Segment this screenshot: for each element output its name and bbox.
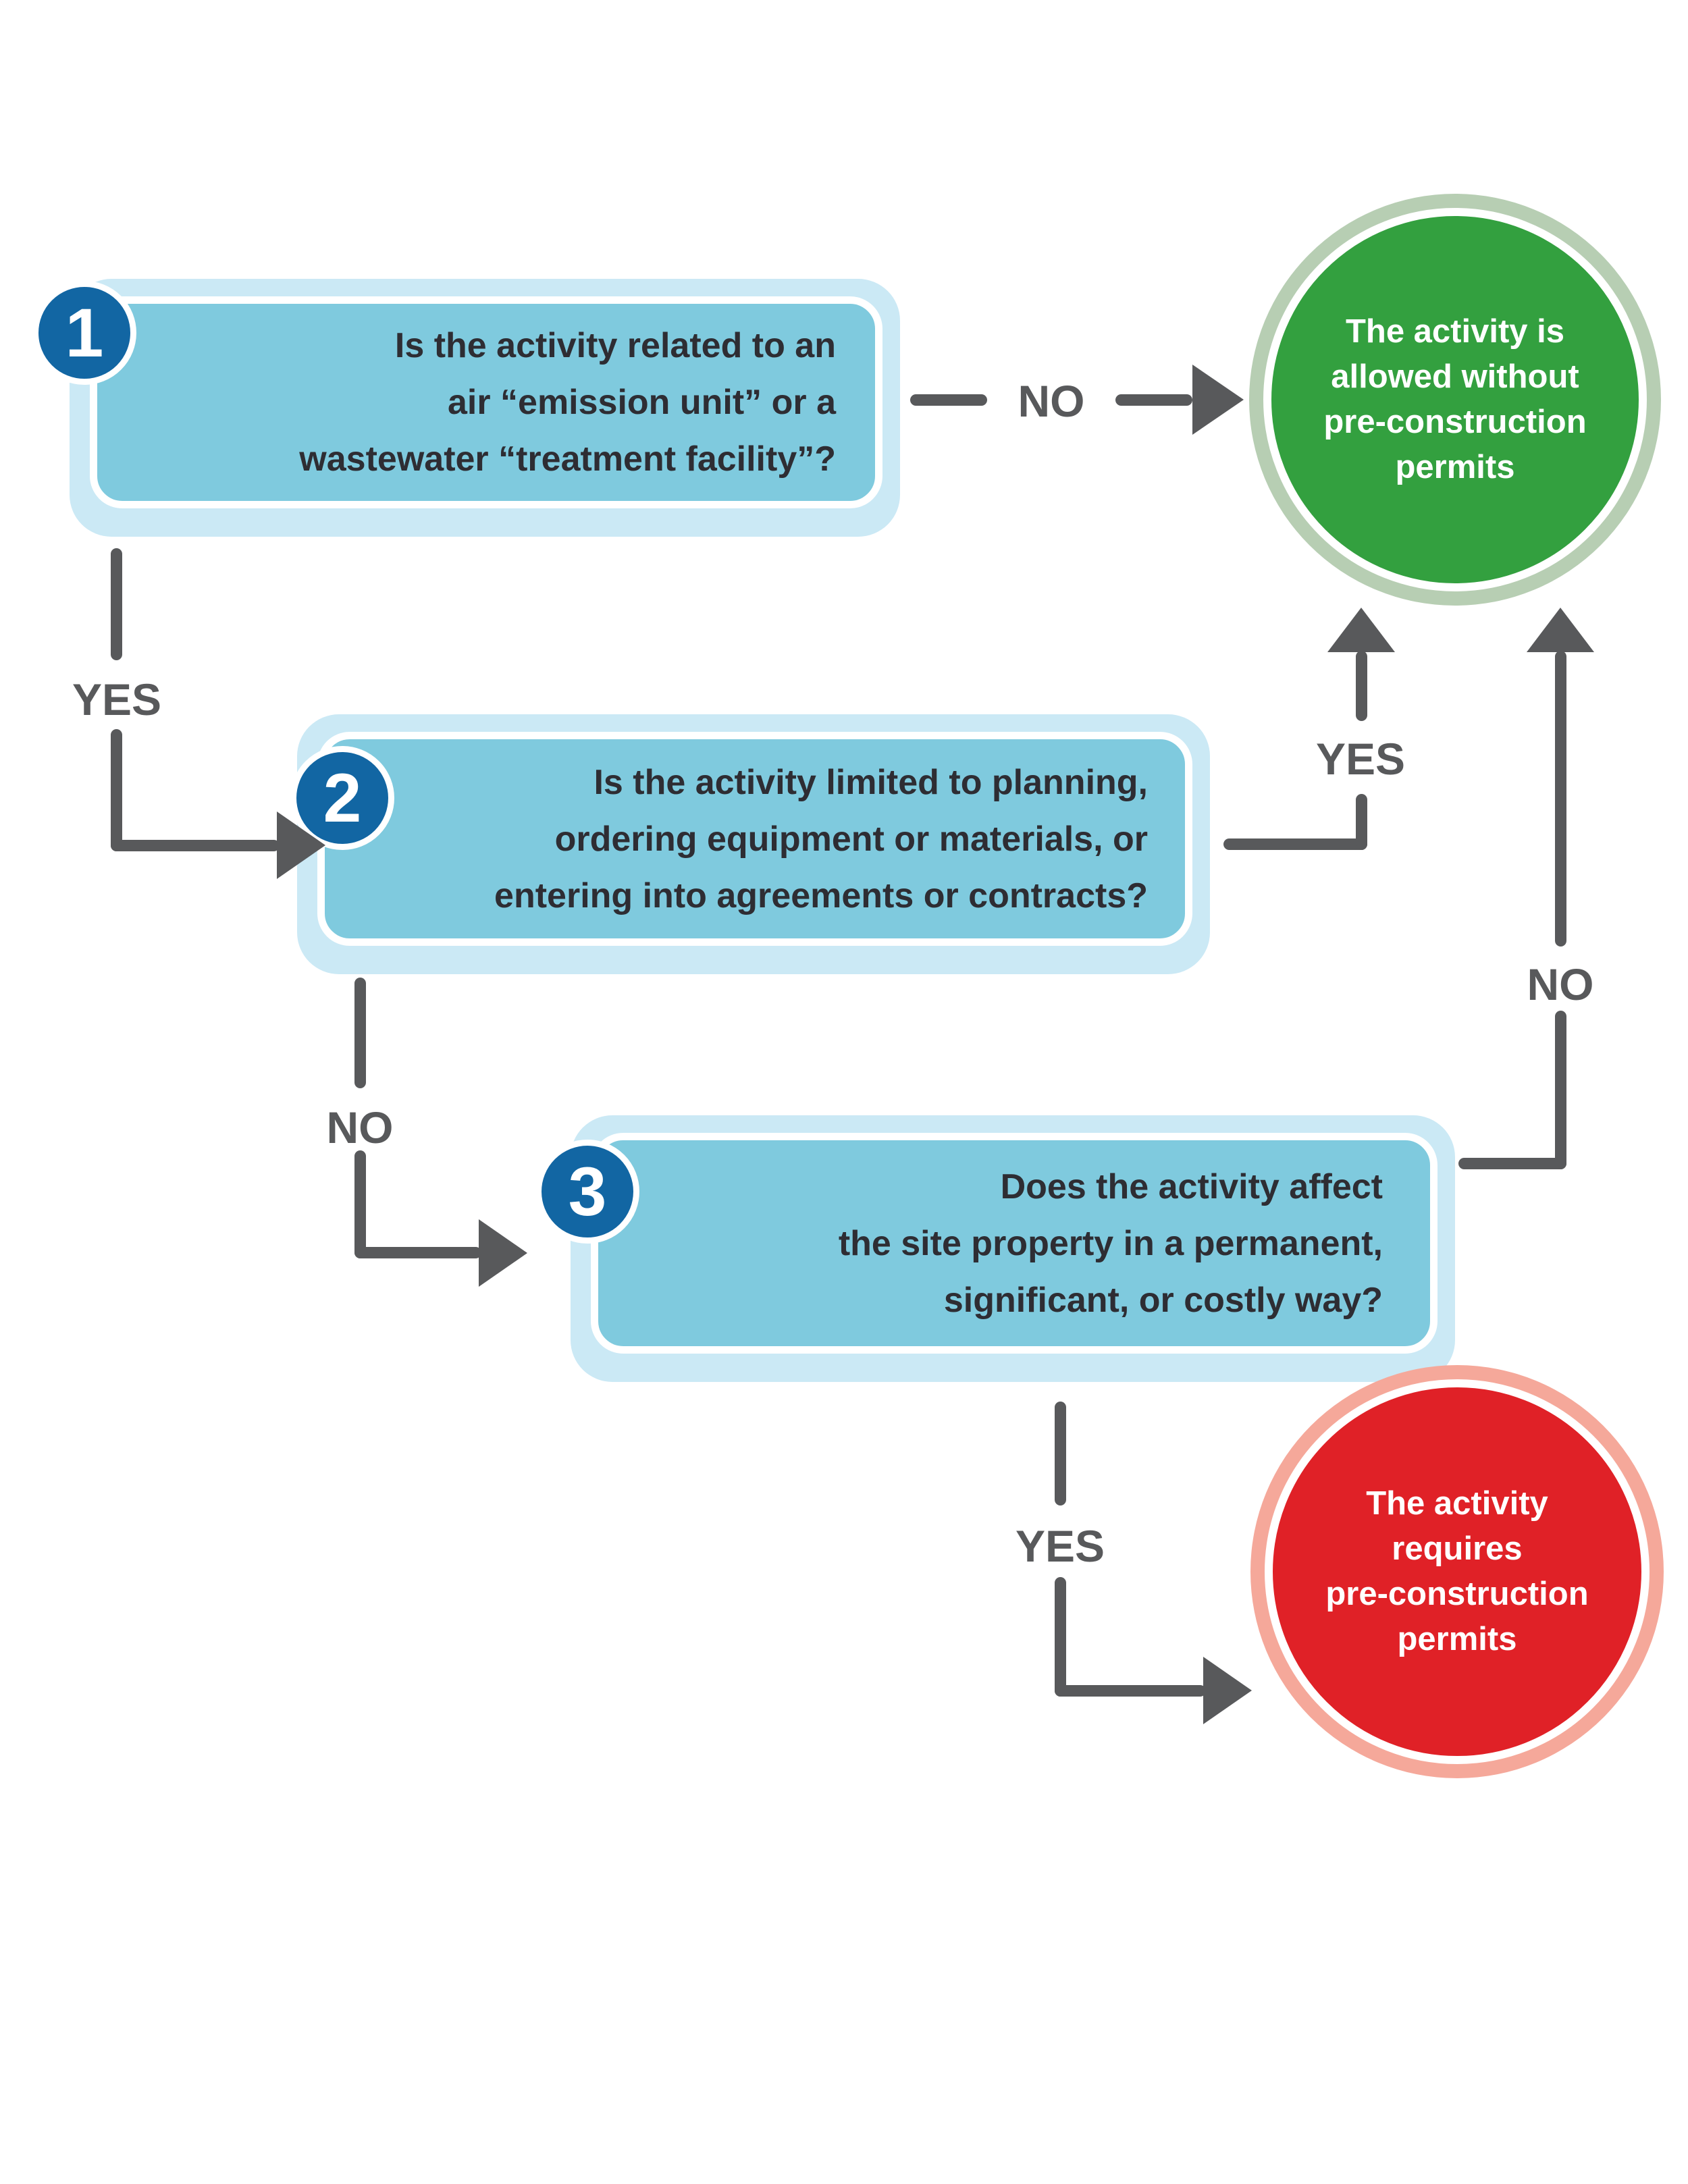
connector-segment (1356, 794, 1367, 850)
connector-segment (1115, 394, 1192, 406)
connector-segment (1458, 1158, 1566, 1169)
edge-label-q2-no: NO (326, 1102, 394, 1152)
question-box-1: Is the activity related to an air “emiss… (32, 279, 900, 537)
connector-segment (910, 394, 987, 406)
connector-segment (1555, 1011, 1566, 1169)
question-line: air “emission unit” or a (447, 383, 836, 422)
arrowhead-right-icon (1203, 1657, 1252, 1724)
outcome-line: pre-construction (1323, 404, 1587, 440)
outcome-required-text: The activity requires pre-construction p… (1325, 1481, 1588, 1662)
arrowhead-up-icon (1527, 608, 1594, 652)
arrowhead-right-icon (277, 811, 325, 879)
question-line: Is the activity limited to planning, (594, 762, 1148, 802)
connector-segment (111, 548, 122, 660)
outcome-allowed-circle: The activity is allowed without pre-cons… (1249, 194, 1661, 606)
question-line: Is the activity related to an (394, 326, 836, 365)
step-3-number-badge: 3 (535, 1140, 639, 1244)
arrowhead-up-icon (1327, 608, 1395, 652)
question-box-3-body: Does the activity affect the site proper… (591, 1133, 1438, 1354)
outcome-line: allowed without (1331, 358, 1579, 395)
outcome-allowed-text: The activity is allowed without pre-cons… (1323, 309, 1586, 490)
outcome-line: pre-construction (1325, 1576, 1589, 1612)
arrowhead-right-icon (1192, 365, 1244, 435)
outcome-line: requires (1392, 1530, 1523, 1567)
outcome-line: permits (1395, 449, 1515, 485)
question-box-2-body: Is the activity limited to planning, ord… (317, 732, 1192, 946)
connector-segment (1055, 1402, 1066, 1506)
step-1-number-badge: 1 (32, 281, 136, 385)
edge-label-q1-yes: YES (72, 674, 162, 724)
question-box-1-body: Is the activity related to an air “emiss… (90, 296, 882, 508)
question-3-text: Does the activity affect the site proper… (839, 1158, 1383, 1329)
outcome-required-circle: The activity requires pre-construction p… (1250, 1365, 1664, 1778)
edge-label-q2-yes: YES (1315, 734, 1406, 784)
connector-segment (354, 1150, 366, 1258)
outcome-allowed-body: The activity is allowed without pre-cons… (1263, 208, 1647, 591)
connector-segment (1555, 651, 1566, 947)
edge-label-q3-no: NO (1527, 959, 1594, 1009)
question-box-2: Is the activity limited to planning, ord… (290, 714, 1210, 974)
question-line: significant, or costly way? (943, 1280, 1383, 1320)
edge-label-q1-no: NO (1018, 376, 1085, 426)
question-line: entering into agreements or contracts? (494, 876, 1148, 915)
outcome-line: The activity is (1345, 313, 1565, 350)
connector-segment (111, 729, 122, 851)
step-2-number-badge: 2 (290, 746, 394, 850)
question-line: wastewater “treatment facility”? (299, 440, 836, 479)
connector-segment (1055, 1685, 1206, 1697)
question-line: ordering equipment or materials, or (554, 819, 1148, 859)
connector-segment (1223, 838, 1367, 850)
connector-segment (111, 840, 280, 851)
question-line: Does the activity affect (1000, 1167, 1383, 1206)
edge-label-q3-yes: YES (1015, 1521, 1105, 1571)
outcome-line: permits (1397, 1621, 1517, 1657)
question-2-text: Is the activity limited to planning, ord… (494, 754, 1148, 924)
connector-segment (1356, 651, 1367, 721)
connector-segment (354, 978, 366, 1088)
outcome-line: The activity (1366, 1485, 1548, 1522)
question-line: the site property in a permanent, (838, 1223, 1383, 1263)
question-1-text: Is the activity related to an air “emiss… (299, 317, 836, 487)
arrowhead-right-icon (479, 1219, 527, 1287)
connector-segment (1055, 1577, 1066, 1697)
outcome-required-body: The activity requires pre-construction p… (1265, 1379, 1650, 1764)
question-box-3: Does the activity affect the site proper… (535, 1115, 1455, 1382)
connector-segment (354, 1247, 481, 1258)
